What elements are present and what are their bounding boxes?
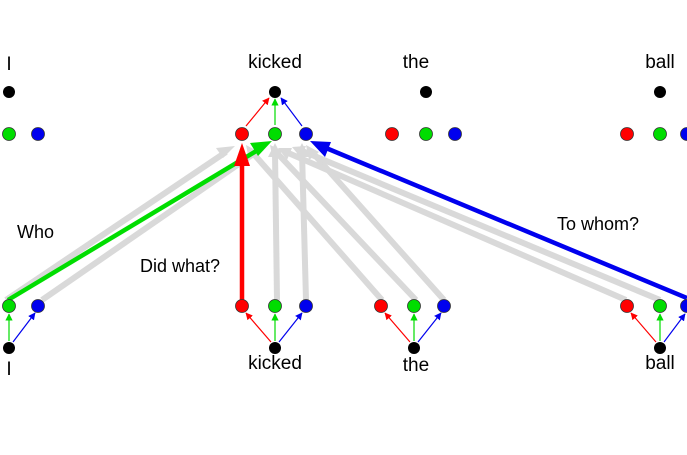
bottom-layer-small-arrows xyxy=(5,312,686,343)
bottom-kicked-word-node xyxy=(269,342,281,354)
top-the-green-node xyxy=(419,127,433,141)
bottom-the-blue-node xyxy=(437,299,451,313)
bottom-kicked-green-node xyxy=(268,299,282,313)
gray-arrowhead-ball-green xyxy=(292,146,306,158)
bottom-i-word-node xyxy=(3,342,15,354)
to-whom-arrow xyxy=(325,145,687,301)
gray-arrowhead-i-red xyxy=(216,146,235,158)
top-kicked-blue-node xyxy=(299,127,313,141)
top-ball-blue-node xyxy=(680,127,687,141)
bottom-ball-red-node xyxy=(620,299,634,313)
bottom-ball-word-node xyxy=(654,342,666,354)
did-what-arrowhead xyxy=(234,143,250,166)
bottom-layer-nodes xyxy=(2,299,687,354)
bottom-word-ball: ball xyxy=(645,353,675,374)
question-labels: Who Did what? To whom? xyxy=(17,214,639,276)
bottom-word-the: the xyxy=(403,355,429,376)
gray-arrow-ball-green xyxy=(298,147,662,303)
gray-arrow-the-green xyxy=(273,149,419,303)
bottom-ball-blue-link xyxy=(663,313,686,343)
top-kicked-word-node xyxy=(269,86,281,98)
bottom-kicked-blue-link xyxy=(278,312,303,343)
gray-arrow-kicked-blue xyxy=(299,151,309,301)
top-ball-word-node xyxy=(654,86,666,98)
bottom-word-i: I xyxy=(6,359,11,380)
who-arrow xyxy=(6,148,260,302)
top-layer-small-arrows xyxy=(245,97,303,127)
highlighted-attention-arrows xyxy=(6,141,687,302)
bottom-ball-blue-node xyxy=(680,299,687,313)
bottom-the-red-node xyxy=(374,299,388,313)
bottom-the-blue-link xyxy=(417,312,442,343)
top-kicked-blue-link xyxy=(280,97,303,127)
top-i-blue-node xyxy=(31,127,45,141)
bottom-ball-red-link xyxy=(630,312,657,343)
top-kicked-green-node xyxy=(268,127,282,141)
gray-arrow-i-red xyxy=(4,149,228,303)
top-kicked-red-link xyxy=(245,97,270,127)
bottom-i-green-node xyxy=(2,299,16,313)
gray-arrow-i-blue xyxy=(40,145,264,303)
gray-arrow-the-blue xyxy=(309,150,447,302)
bottom-the-word-node xyxy=(408,342,420,354)
gray-arrow-the-red xyxy=(249,150,385,302)
top-the-word-node xyxy=(420,86,432,98)
gray-arrow-ball-red xyxy=(284,149,628,303)
gray-arrowhead-ball-red xyxy=(278,148,292,160)
bottom-ball-green-node xyxy=(653,299,667,313)
top-the-blue-node xyxy=(448,127,462,141)
to-whom-arrowhead xyxy=(310,141,331,157)
gray-arrowhead-the-green xyxy=(270,145,283,160)
gray-attention-arrows xyxy=(4,143,662,303)
top-layer-nodes xyxy=(2,86,687,141)
question-did-what: Did what? xyxy=(140,256,220,276)
bottom-the-green-node xyxy=(407,299,421,313)
bottom-kicked-blue-node xyxy=(299,299,313,313)
bottom-the-red-link xyxy=(384,312,411,343)
question-to-whom: To whom? xyxy=(557,214,639,234)
top-kicked-red-node xyxy=(235,127,249,141)
top-word-i: I xyxy=(6,54,11,75)
top-ball-green-node xyxy=(653,127,667,141)
top-word-ball: ball xyxy=(645,52,675,73)
bottom-kicked-red-node xyxy=(235,299,249,313)
question-who: Who xyxy=(17,222,54,242)
top-the-red-node xyxy=(385,127,399,141)
bottom-word-kicked: kicked xyxy=(248,353,302,374)
top-i-green-node xyxy=(2,127,16,141)
top-word-the: the xyxy=(403,52,429,73)
who-arrowhead xyxy=(250,141,272,156)
bottom-kicked-red-link xyxy=(245,312,272,343)
bottom-i-blue-node xyxy=(31,299,45,313)
top-i-word-node xyxy=(3,86,15,98)
bottom-i-blue-link xyxy=(12,312,36,343)
top-ball-red-node xyxy=(620,127,634,141)
word-labels: I kicked the ball I kicked the ball xyxy=(6,52,674,380)
top-word-kicked: kicked xyxy=(248,52,302,73)
